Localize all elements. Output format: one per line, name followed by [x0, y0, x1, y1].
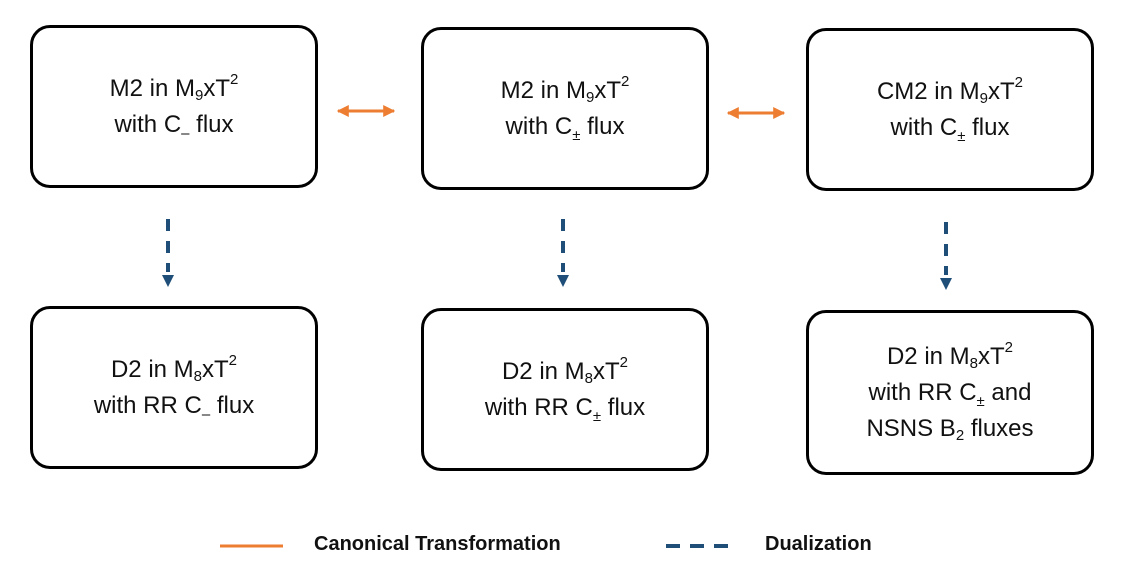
legend-canonical-label: Canonical Transformation: [314, 533, 561, 555]
box-cm2-c-pm: CM2 in M9xT2 with C± flux: [806, 28, 1094, 191]
dualization-arrow-mid: [557, 219, 569, 287]
box-line-1: M2 in M9xT2: [500, 72, 630, 106]
box-d2-rr-c-pm: D2 in M8xT2 with RR C± flux: [421, 308, 709, 471]
box-m2-c-minus: M2 in M9xT2 with C– flux: [30, 25, 318, 188]
dualization-arrow-right: [940, 222, 952, 290]
box-line-2: with RR C± flux: [484, 393, 646, 425]
box-line-2: with C– flux: [114, 110, 234, 142]
legend-dualization-label: Dualization: [765, 533, 872, 555]
box-line-2: with C± flux: [505, 112, 625, 144]
box-d2-rr-c-minus: D2 in M8xT2 with RR C– flux: [30, 306, 318, 469]
box-line-1: M2 in M9xT2: [109, 70, 239, 104]
box-d2-rr-c-pm-nsns-b2: D2 in M8xT2 with RR C± and NSNS B2 fluxe…: [806, 310, 1094, 475]
box-line-1: CM2 in M9xT2: [876, 73, 1024, 107]
box-m2-c-pm: M2 in M9xT2 with C± flux: [421, 27, 709, 190]
box-line-1: D2 in M8xT2: [886, 338, 1014, 372]
box-line-2: with RR C± and: [868, 378, 1032, 410]
box-line-2: with RR C– flux: [93, 391, 255, 423]
box-line-1: D2 in M8xT2: [110, 351, 238, 385]
dualization-arrow-left: [162, 219, 174, 287]
box-line-3: NSNS B2 fluxes: [866, 414, 1034, 444]
box-line-2: with C± flux: [890, 113, 1010, 145]
box-line-1: D2 in M8xT2: [501, 353, 629, 387]
